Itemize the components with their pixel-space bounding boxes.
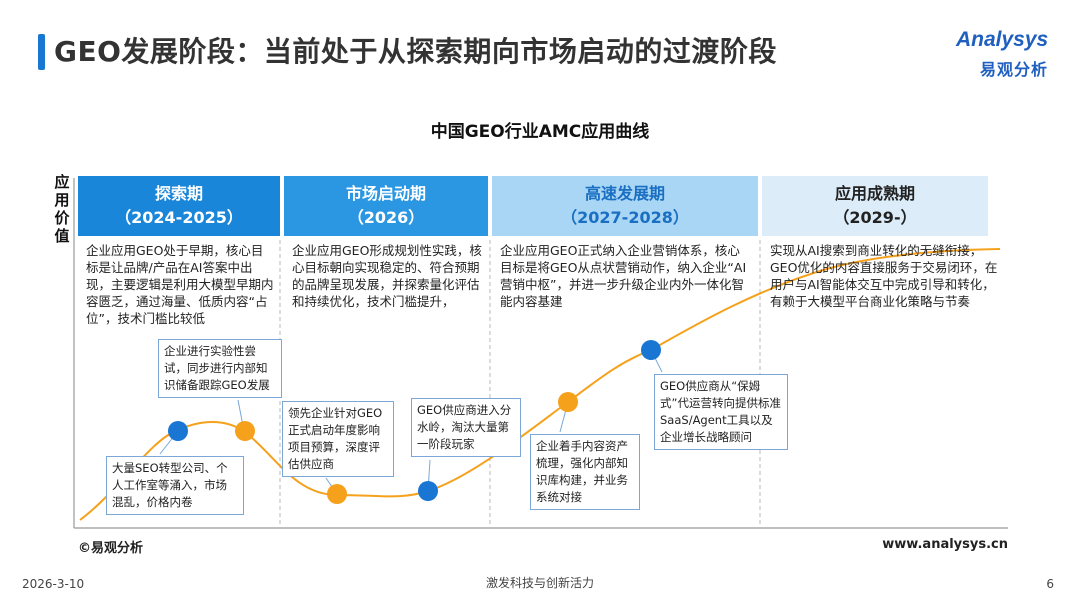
phase-years: （2029-） xyxy=(833,208,917,227)
curve-point-a5 xyxy=(558,392,578,412)
phase-years: （2024-2025） xyxy=(115,208,243,227)
phase-name: 市场启动期 xyxy=(345,184,426,203)
logo-text-cn: 易观分析 xyxy=(980,60,1049,79)
phase-description-exploration: 企业应用GEO处于早期，核心目标是让品牌/产品在AI答案中出现，主要逻辑是利用大… xyxy=(86,243,274,326)
page-number: 6 xyxy=(1046,577,1054,591)
footer-date: 2026-3-10 xyxy=(22,577,85,591)
annotation-a1: 大量SEO转型公司、个人工作室等涌入，市场混乱，价格内卷 xyxy=(106,456,244,515)
curve-point-a4 xyxy=(418,481,438,501)
logo-text-en: Analysys xyxy=(956,28,1049,51)
phase-header-market-launch: 市场启动期 （2026） xyxy=(284,176,488,236)
analysys-logo: Analysys 易观分析 xyxy=(956,28,1066,80)
curve-point-a2 xyxy=(235,421,255,441)
phase-header-rapid-growth: 高速发展期 （2027-2028） xyxy=(492,176,758,236)
phase-header-exploration: 探索期 （2024-2025） xyxy=(78,176,280,236)
curve-point-a6 xyxy=(641,340,661,360)
curve-point-a1 xyxy=(168,421,188,441)
annotation-a6: GEO供应商从“保姆式”代运营转向提供标准SaaS/Agent工具以及企业增长战… xyxy=(654,374,788,450)
curve-point-a3 xyxy=(327,484,347,504)
annotation-a2: 企业进行实验性尝试，同步进行内部知识储备跟踪GEO发展 xyxy=(158,339,282,398)
chart-title: 中国GEO行业AMC应用曲线 xyxy=(430,122,650,142)
phase-header-maturity: 应用成熟期 （2029-） xyxy=(762,176,988,236)
phase-years: （2026） xyxy=(347,208,425,227)
phase-years: （2027-2028） xyxy=(561,208,689,227)
phase-name: 高速发展期 xyxy=(584,184,665,203)
annotation-a5: 企业着手内容资产梳理，强化内部知识库构建，并业务系统对接 xyxy=(530,434,640,510)
source-credit: ©易观分析 xyxy=(78,541,144,556)
annotation-a4: GEO供应商进入分水岭，淘汰大量第一阶段玩家 xyxy=(411,398,521,457)
amc-curve xyxy=(79,248,1001,521)
y-axis-label: 应用价值 xyxy=(54,173,70,245)
footer-slogan: 激发科技与创新活力 xyxy=(485,576,594,590)
phase-description-rapid-growth: 企业应用GEO正式纳入企业营销体系，核心目标是将GEO从点状营销动作，纳入企业“… xyxy=(500,243,747,309)
phase-name: 探索期 xyxy=(154,184,203,203)
phase-description-market-launch: 企业应用GEO形成规划性实践，核心目标朝向实现稳定的、符合预期的品牌呈现发展，并… xyxy=(292,243,482,309)
phase-description-maturity: 实现从AI搜索到商业转化的无缝衔接，GEO优化的内容直接服务于交易闭环，在用户与… xyxy=(770,243,998,309)
page-title: GEO发展阶段：当前处于从探索期向市场启动的过渡阶段 xyxy=(54,35,777,68)
title-accent-bar xyxy=(38,34,45,70)
annotation-a3: 领先企业针对GEO正式启动年度影响项目预算，深度评估供应商 xyxy=(282,401,394,477)
phase-name: 应用成熟期 xyxy=(834,184,915,203)
website-url: www.analysys.cn xyxy=(882,537,1008,552)
